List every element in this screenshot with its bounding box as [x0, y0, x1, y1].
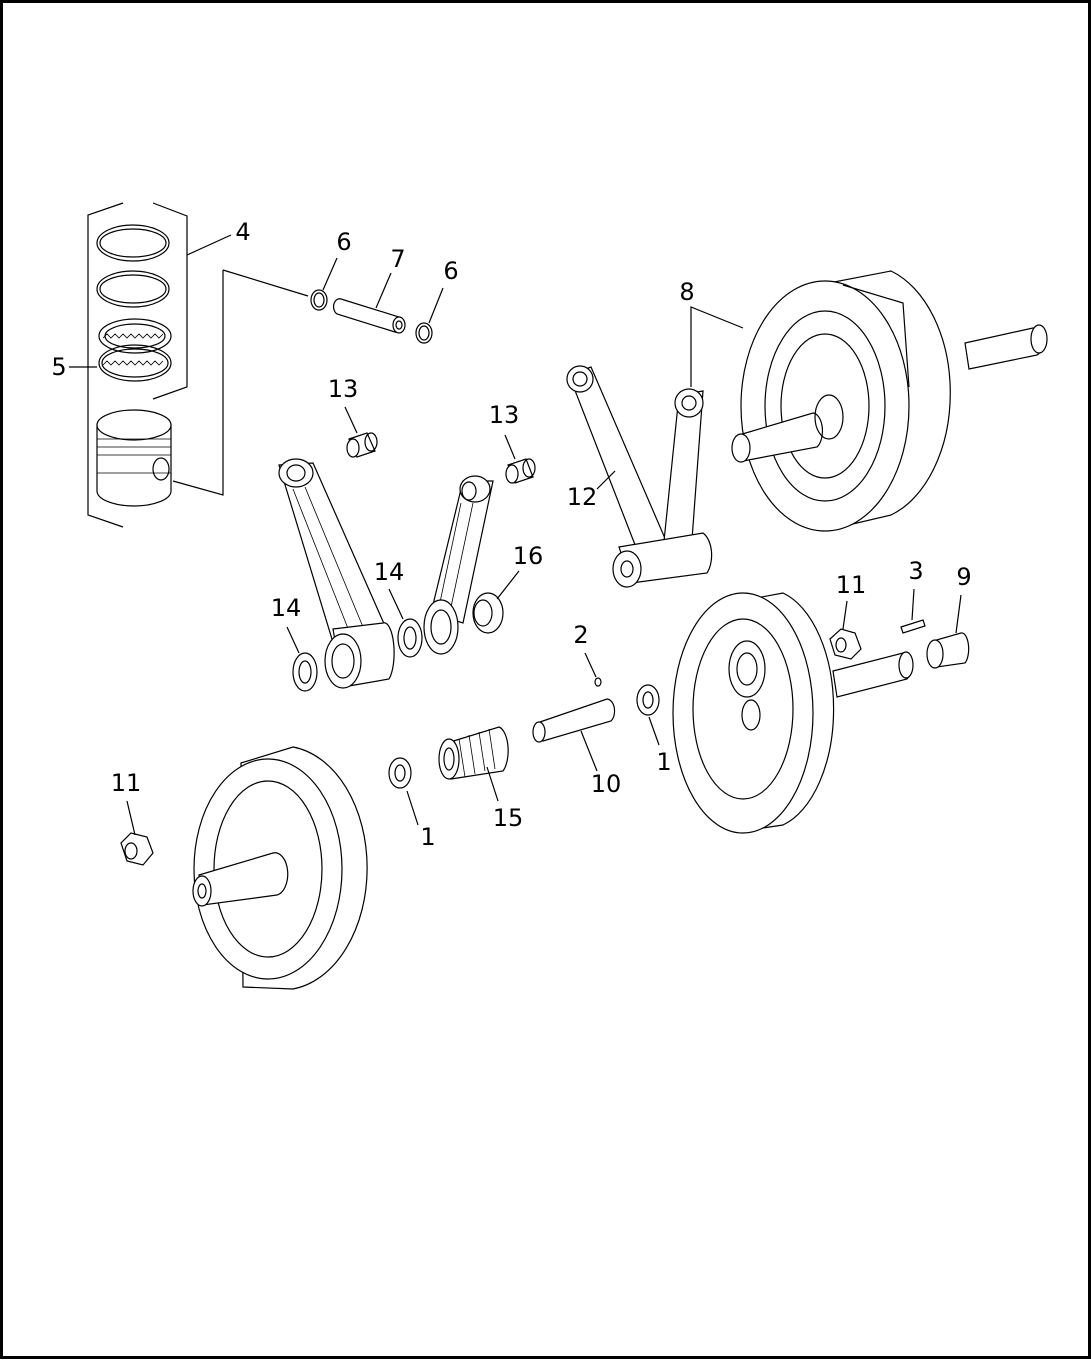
callout-6-left: 6 — [336, 228, 351, 256]
callout-13-right: 13 — [489, 401, 520, 429]
bearing-cage — [438, 726, 509, 780]
piston-pin-bushing-right — [505, 458, 536, 484]
woodruff-key-3 — [900, 619, 926, 634]
connecting-rod-front — [278, 458, 395, 689]
callout-11-right: 11 — [836, 571, 867, 599]
oil-plug-2 — [594, 677, 602, 687]
callout-16: 16 — [513, 542, 544, 570]
wrist-pin-retaining-ring-right — [415, 322, 433, 344]
callout-6-right: 6 — [443, 257, 458, 285]
callout-labels: 4 5 6 7 6 8 13 13 12 16 14 14 2 11 3 9 1… — [51, 218, 971, 851]
wrist-pin-retaining-ring-left — [310, 289, 328, 311]
flywheel-right-assembly — [731, 270, 1048, 532]
leader-lines — [126, 257, 962, 836]
bearing-race-left — [292, 652, 318, 692]
callout-12: 12 — [567, 483, 598, 511]
piston-bracket — [69, 202, 309, 528]
bushing-9 — [926, 632, 970, 669]
flywheel-nut-right — [829, 628, 862, 660]
connecting-rod-rear — [423, 475, 494, 655]
wrist-pin — [332, 298, 406, 334]
callout-1-right: 1 — [656, 748, 671, 776]
callout-10: 10 — [591, 770, 622, 798]
callout-1-left: 1 — [420, 823, 435, 851]
flywheel-left — [192, 746, 368, 990]
callout-13-left: 13 — [328, 375, 359, 403]
callout-8: 8 — [679, 278, 694, 306]
flywheel-center — [672, 592, 914, 834]
flywheel-nut-left — [120, 832, 154, 866]
spacer-16 — [472, 592, 504, 634]
callout-4: 4 — [235, 218, 250, 246]
bearing-race-center — [397, 618, 423, 658]
callout-11-left: 11 — [111, 769, 142, 797]
thrust-washer-left — [388, 757, 412, 789]
piston-ring-set — [96, 224, 172, 382]
callout-7: 7 — [390, 245, 405, 273]
callout-2: 2 — [573, 621, 588, 649]
crank-pin — [532, 698, 616, 743]
callout-3: 3 — [908, 557, 923, 585]
callout-15: 15 — [493, 804, 524, 832]
callout-14-center: 14 — [374, 558, 405, 586]
callout-9: 9 — [956, 563, 971, 591]
exploded-parts-diagram: 4 5 6 7 6 8 13 13 12 16 14 14 2 11 3 9 1… — [51, 202, 1048, 990]
connecting-rod-assembly — [566, 365, 713, 588]
piston-pin-bushing-left — [346, 432, 378, 458]
callout-14-left: 14 — [271, 594, 302, 622]
piston — [96, 409, 172, 507]
thrust-washer-right — [636, 684, 660, 716]
callout-5: 5 — [51, 353, 66, 381]
